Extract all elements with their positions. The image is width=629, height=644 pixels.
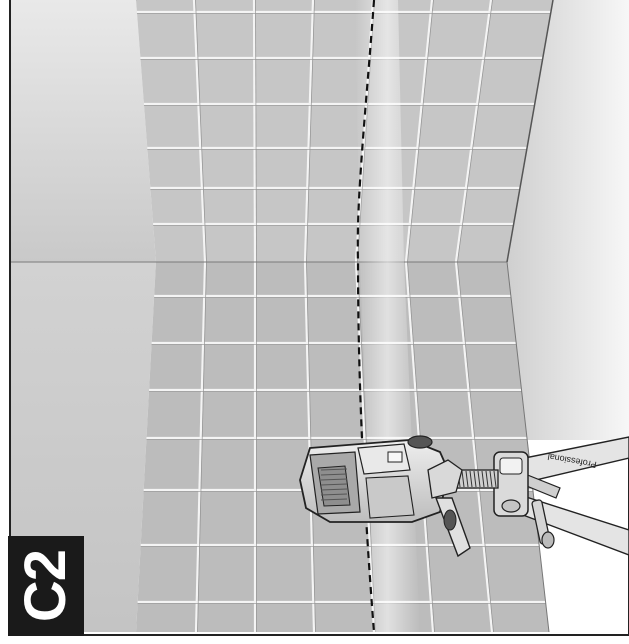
screw-thread (493, 470, 497, 488)
right-side-wall (507, 0, 629, 440)
grout-line (454, 0, 493, 263)
screw-thread (469, 470, 473, 488)
grout-line (303, 261, 316, 633)
right-floor-edge (506, 261, 550, 633)
grout-line (306, 261, 316, 633)
mounting-screw (449, 469, 499, 489)
screw-thread (461, 470, 465, 488)
screw-thread (485, 470, 489, 488)
grout-line (457, 0, 493, 263)
tiled-back-wall (136, 0, 553, 262)
grip-line (320, 473, 348, 476)
grip-line (320, 483, 348, 486)
tile-grout-grid (136, 0, 551, 633)
figure-label-text: C2 (13, 549, 78, 623)
screw-thread (481, 470, 485, 488)
figure-label: C2 (8, 536, 84, 636)
grout-line (195, 0, 207, 263)
grip-line (320, 488, 348, 491)
grout-line (192, 0, 207, 263)
line-laser-device (299, 435, 471, 558)
grout-line (303, 0, 315, 263)
tripod-mount: Professional (493, 436, 629, 556)
grip-line (320, 468, 348, 471)
grout-line (454, 261, 494, 633)
grout-line (255, 0, 257, 263)
grout-line (457, 261, 494, 633)
grout-line (194, 261, 207, 633)
screw-thread (473, 470, 477, 488)
grip-line (320, 498, 348, 501)
grout-line (404, 0, 434, 263)
screw-thread (477, 470, 481, 488)
adjustment-knob (407, 435, 433, 449)
right-wall-corner (506, 0, 554, 263)
screw-thread (465, 470, 469, 488)
grout-line (407, 0, 434, 263)
grout-line (197, 261, 207, 633)
grout-line (252, 0, 257, 263)
grout-line (306, 0, 315, 263)
left-wall (11, 0, 156, 262)
screw-thread (489, 470, 493, 488)
grip-line (320, 478, 348, 481)
grip-line (320, 493, 348, 496)
